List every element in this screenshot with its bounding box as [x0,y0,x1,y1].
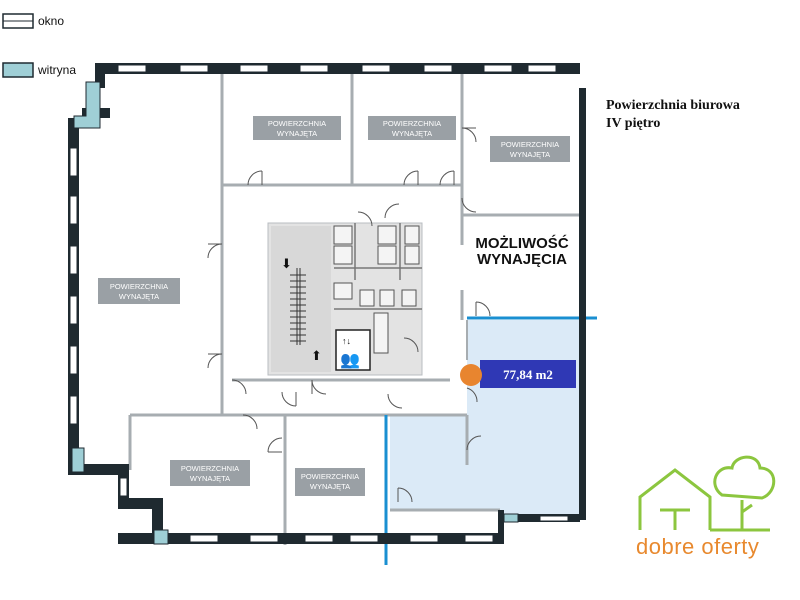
available-label-line1: MOŻLIWOŚĆ [475,234,568,252]
area-badge [480,360,576,388]
storefront-bottom-left [71,447,85,473]
stairs-up-arrow-icon: ⬆ [311,348,322,363]
room-label-6-line2: WYNAJĘTA [310,482,350,491]
room-label-5-line2: WYNAJĘTA [190,474,230,483]
floor-title-line1: Powierzchnia biurowa [606,98,740,113]
people-icon: 👥 [340,352,360,369]
room-label-1-line2: WYNAJĘTA [277,129,317,138]
legend: okno witryna [2,13,76,78]
available-label-line2: WYNAJĘCIA [477,251,567,268]
floor-title-line2: IV piętro [606,116,661,131]
elevator [335,329,371,371]
floor-title: Powierzchnia biurowa IV piętro [606,97,740,133]
windows-bottom [119,477,569,543]
windows-left [69,147,78,425]
staircase [290,268,306,345]
logo-text: dobre oferty [636,534,760,559]
area-badge-label: 77,84 m2 [503,367,553,382]
room-label-6-line1: POWIERZCHNIA [301,472,359,481]
logo-house-icon [638,468,712,530]
room-label-2-line1: POWIERZCHNIA [383,119,441,128]
legend-storefront-swatch [2,62,34,78]
storefront-right-corner [503,513,519,523]
elevator-arrows-icon: ↑↓ [342,336,351,346]
restrooms [333,225,420,354]
logo-tree-icon [710,455,776,532]
room-label-5-line1: POWIERZCHNIA [181,464,239,473]
room-label-1-line1: POWIERZCHNIA [268,119,326,128]
room-label-4-line1: POWIERZCHNIA [110,282,168,291]
room-label-4-line2: WYNAJĘTA [119,292,159,301]
storefront-bottom-corner [153,529,169,545]
room-label-3-line2: WYNAJĘTA [510,150,550,159]
room-label-2-line2: WYNAJĘTA [392,129,432,138]
stairs-down-arrow-icon: ⬇ [281,256,292,271]
legend-window-label: okno [38,14,64,28]
door-swings [207,127,491,503]
legend-storefront-label: witryna [37,63,76,77]
storefront-left [73,81,101,129]
room-label-3-line1: POWIERZCHNIA [501,140,559,149]
windows-top [117,64,557,73]
restroom-partitions [334,223,422,310]
location-marker [460,364,482,386]
